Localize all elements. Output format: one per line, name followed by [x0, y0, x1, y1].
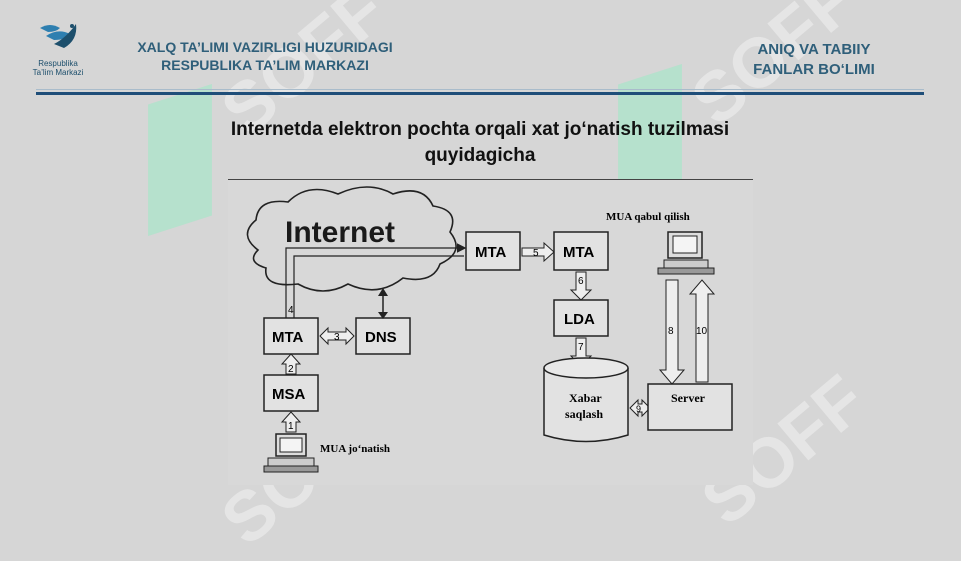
email-diagram: Internet 4 MTA DNS 3 2 MSA 1 — [228, 179, 753, 485]
route-line-4b — [293, 255, 464, 318]
step-9-label: 9 — [636, 404, 641, 414]
step-10-label: 10 — [696, 326, 708, 337]
arrow-2 — [280, 353, 302, 375]
logo-text-line2: Ta’lim Markazi — [32, 68, 84, 77]
department-line1: ANIQ VA TABIIY — [757, 41, 871, 58]
mta-right-label: MTA — [563, 244, 595, 261]
step-4-label: 4 — [288, 305, 294, 316]
organization-name: XALQ TA’LIMI VAZIRLIGI HUZURIDAGI RESPUB… — [90, 38, 440, 74]
step-6-label: 6 — [578, 276, 584, 287]
department-line2: FANLAR BO‘LIMI — [753, 61, 875, 78]
step-1-label: 1 — [288, 421, 294, 432]
computer-receive-icon — [657, 231, 715, 275]
step-2-label: 2 — [288, 364, 294, 375]
organization-line1: XALQ TA’LIMI VAZIRLIGI HUZURIDAGI — [137, 39, 393, 55]
department-name: ANIQ VA TABIIY FANLAR BO‘LIMI — [729, 40, 899, 80]
server-box — [647, 383, 733, 431]
arrow-6 — [569, 271, 593, 301]
arrow-5 — [521, 241, 555, 263]
dns-arrow-up-icon — [378, 288, 388, 296]
mta-mid-label: MTA — [475, 244, 507, 261]
header-divider — [36, 92, 924, 95]
msa-label: MSA — [272, 386, 306, 403]
step-8-label: 8 — [668, 326, 674, 337]
dns-arrow-down-icon — [378, 312, 388, 319]
mua-send-label: MUA jo‘natish — [320, 443, 390, 455]
step-7-label: 7 — [578, 342, 584, 353]
step-5-label: 5 — [533, 248, 539, 259]
slide-title: Internetda elektron pochta orqali xat jo… — [150, 117, 810, 169]
step-3-label: 3 — [334, 332, 340, 343]
lda-label: LDA — [564, 311, 595, 328]
slide-title-line1: Internetda elektron pochta orqali xat jo… — [230, 119, 730, 140]
logo: Respublika Ta’lim Markazi — [22, 18, 94, 77]
mta-mid-box — [465, 231, 521, 271]
slide-title-line2: quyidagicha — [424, 145, 536, 166]
mua-receive-label: MUA qabul qilish — [606, 211, 690, 223]
computer-send-icon — [263, 433, 319, 473]
arrow-10 — [688, 279, 716, 383]
internet-cloud — [246, 186, 457, 292]
header-divider-thin — [36, 89, 924, 90]
server-label: Server — [671, 391, 706, 405]
message-storage — [543, 357, 629, 443]
mta-left-box — [263, 317, 319, 355]
mta-left-label: MTA — [272, 329, 304, 346]
lda-box — [553, 299, 609, 337]
logo-text-line1: Respublika — [38, 59, 78, 68]
bird-logo-icon — [40, 24, 77, 48]
internet-label: Internet — [285, 216, 395, 249]
dns-label: DNS — [365, 329, 397, 346]
organization-line2: RESPUBLIKA TA’LIM MARKAZI — [161, 57, 369, 73]
arrow-3 — [319, 326, 355, 346]
mta-right-box — [553, 231, 609, 271]
arrow-8 — [658, 279, 686, 385]
route-line-4 — [285, 243, 467, 318]
storage-label-line1: Xabar — [569, 391, 602, 405]
arrow-1 — [280, 411, 302, 433]
msa-box — [263, 374, 319, 412]
storage-label-line2: saqlash — [565, 407, 603, 421]
